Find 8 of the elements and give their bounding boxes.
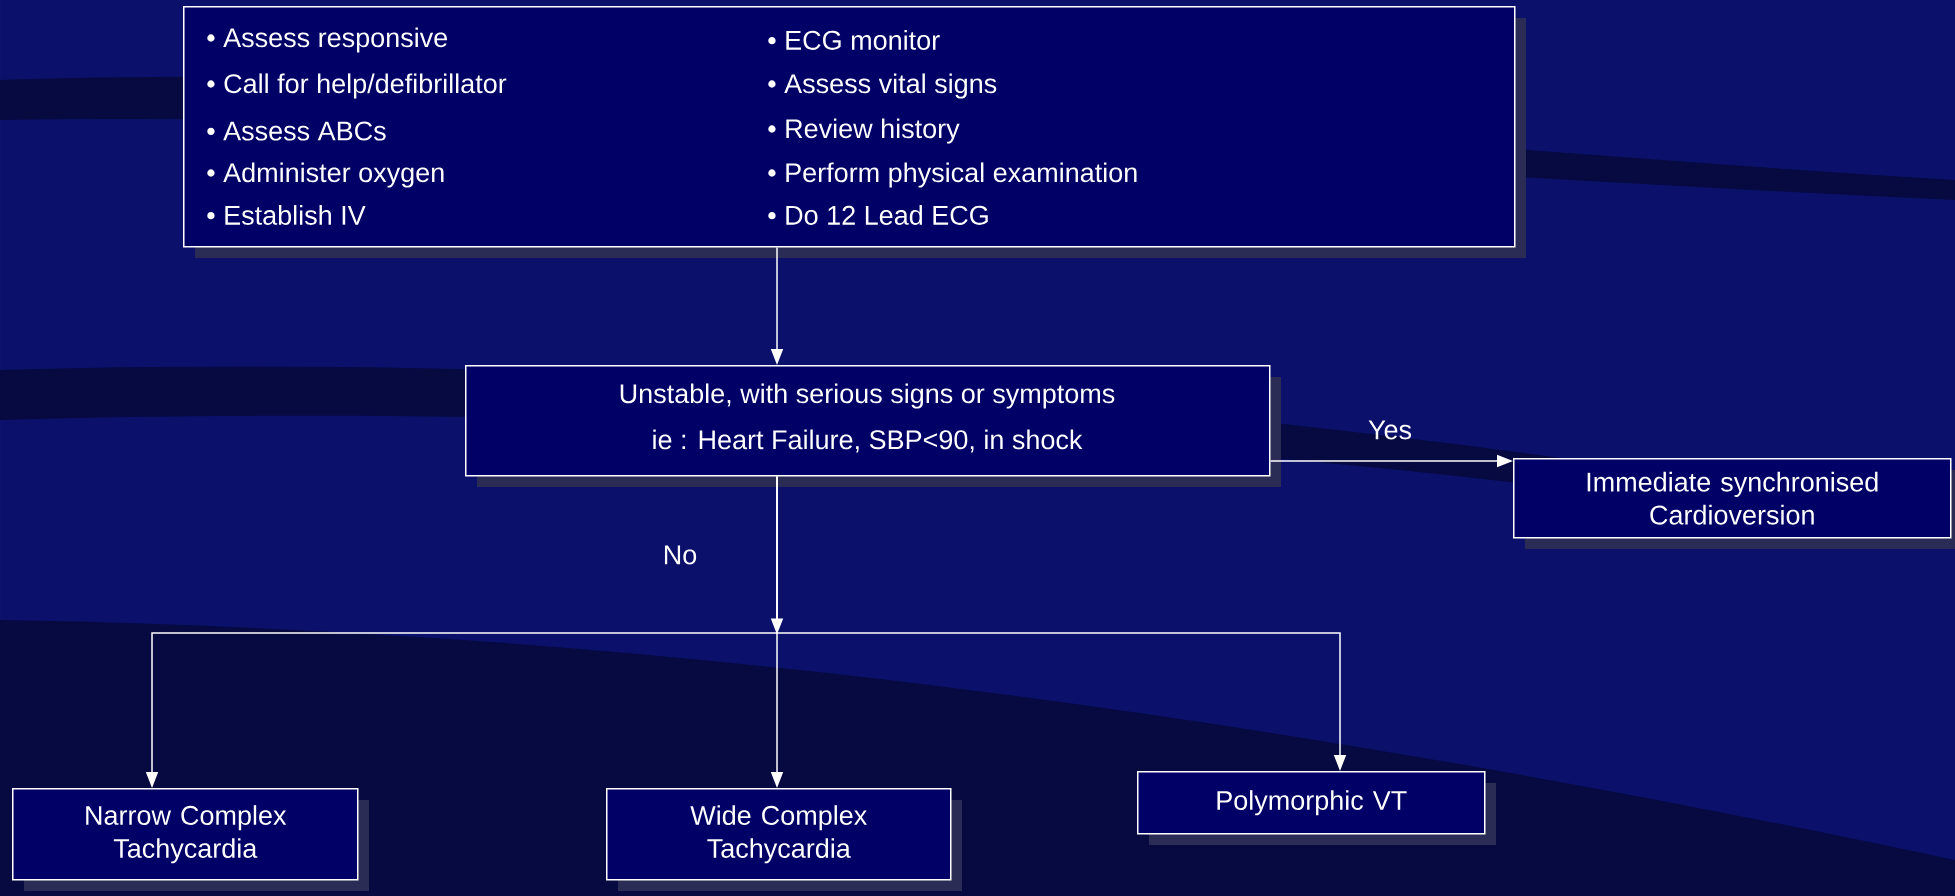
process-box: Immediate synchronised Cardioversion xyxy=(1513,458,1955,549)
process-box: Polymorphic VT xyxy=(1137,771,1496,845)
process-box: Narrow Complex Tachycardia xyxy=(12,788,369,891)
edge-label: No xyxy=(664,545,697,565)
process-box: Wide Complex Tachycardia xyxy=(606,788,962,891)
process-box: • Assess responsive • Call for help/defibrillator • Assess ABCs • Administer oxygen • Establish IV • ECG monitor • Assess vital signs • Review history • Perform physical examination • Do 12 Lead ECG xyxy=(183,6,1526,258)
process-box: Unstable, with serious signs or symptoms ie : Heart Failure, SBP<90, in shock xyxy=(465,365,1281,487)
edge-label: Yes xyxy=(1368,420,1412,440)
